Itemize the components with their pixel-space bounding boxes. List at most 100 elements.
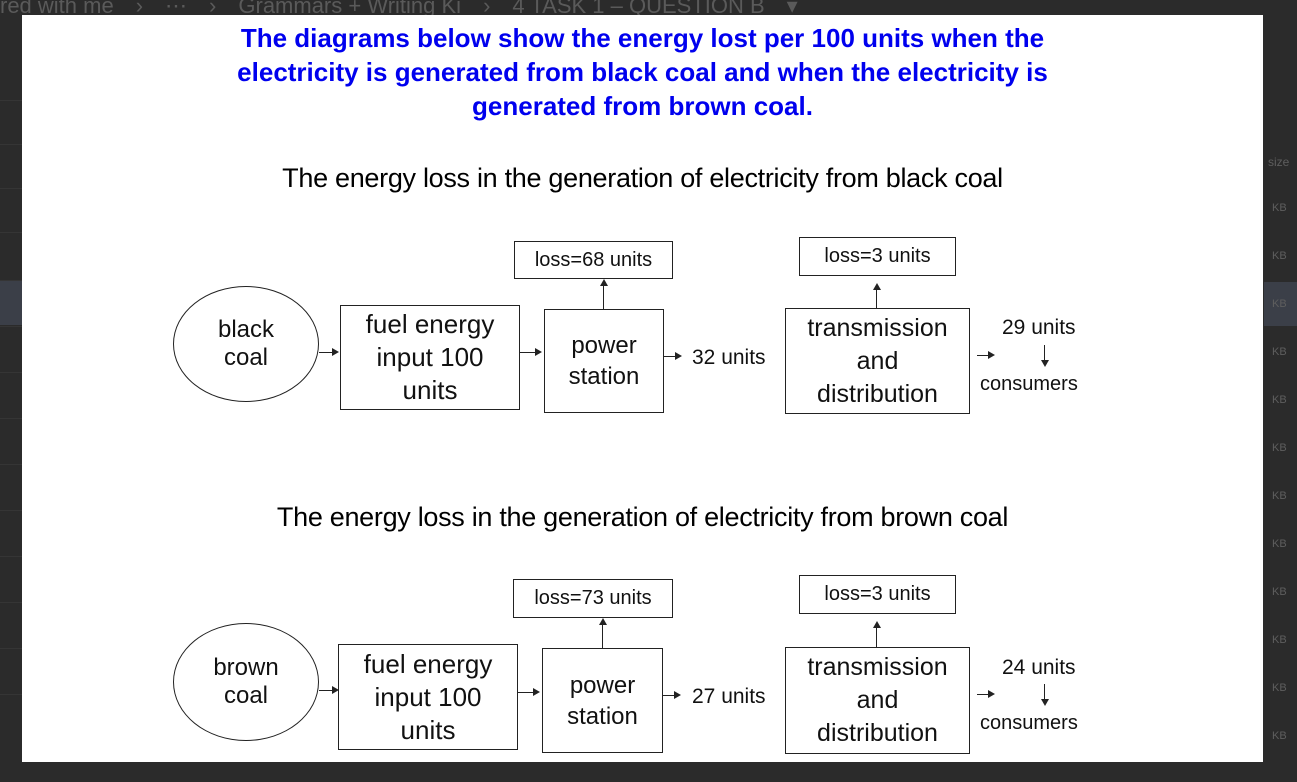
power-station-box: power station — [542, 648, 663, 753]
box-label: station — [567, 702, 638, 730]
breadcrumb-item[interactable]: red with me — [0, 0, 114, 18]
source-label: coal — [223, 682, 269, 709]
loss-arrow — [602, 623, 603, 648]
consumer-arrow — [1044, 684, 1045, 700]
arrow-up-icon — [600, 279, 608, 286]
file-size: KB — [1272, 298, 1287, 310]
arrow-right-icon — [332, 686, 339, 694]
arrow-right-icon — [988, 351, 995, 359]
file-size: KB — [1272, 202, 1287, 214]
power-loss-box: loss=68 units — [514, 241, 673, 279]
flow-arrow — [977, 355, 989, 356]
list-item[interactable] — [0, 372, 22, 417]
source-label: coal — [223, 344, 269, 371]
arrow-right-icon — [533, 688, 540, 696]
list-item[interactable] — [0, 464, 22, 509]
box-label: loss=73 units — [534, 587, 652, 609]
arrow-down-icon — [1041, 360, 1049, 367]
list-item[interactable] — [0, 188, 22, 233]
arrow-up-icon — [599, 618, 607, 625]
flow-arrow — [520, 352, 536, 353]
box-label: input 100 — [376, 342, 484, 372]
box-label: transmission — [807, 313, 948, 342]
more-icon[interactable]: ⋯ — [165, 0, 188, 18]
file-size: KB — [1272, 634, 1287, 646]
file-size: KB — [1272, 346, 1287, 358]
consumer-arrow — [1044, 345, 1045, 361]
box-label: and — [856, 346, 899, 375]
black-coal-diagram: The energy loss in the generation of ele… — [22, 163, 1263, 473]
source-label: black — [217, 316, 275, 343]
delivered-label: 29 units — [1002, 316, 1076, 339]
flow-arrow — [977, 694, 989, 695]
transmission-loss-box: loss=3 units — [799, 237, 956, 276]
consumers-label: consumers — [980, 373, 1078, 395]
file-size: KB — [1272, 250, 1287, 262]
fuel-input-box: fuel energy input 100 units — [338, 644, 518, 750]
power-station-box: power station — [544, 309, 664, 413]
flow-arrow — [663, 695, 675, 696]
heading-line: The diagrams below show the energy lost … — [240, 23, 1045, 53]
background-breadcrumb: red with me › ⋯ › Grammars + Writing Ki … — [0, 0, 798, 18]
background-footer — [0, 762, 1297, 782]
box-label: loss=3 units — [824, 245, 931, 267]
flow-arrow — [319, 352, 333, 353]
background-file-list — [0, 0, 22, 782]
flow-arrow — [319, 690, 333, 691]
list-item[interactable] — [0, 648, 22, 693]
source-oval: black coal — [173, 286, 319, 402]
chevron-right-icon: › — [135, 0, 144, 18]
list-item[interactable] — [0, 602, 22, 647]
breadcrumb-item[interactable]: Grammars + Writing Ki — [238, 0, 462, 18]
chevron-right-icon: › — [209, 0, 217, 18]
flow-arrow — [518, 692, 534, 693]
arrow-right-icon — [988, 690, 995, 698]
breadcrumb-item[interactable]: 4 TASK 1 – QUESTION B — [512, 0, 765, 18]
image-preview: The diagrams below show the energy lost … — [22, 15, 1263, 762]
arrow-up-icon — [873, 621, 881, 628]
box-label: fuel energy — [365, 309, 495, 339]
flow-arrow — [664, 356, 676, 357]
size-column-header[interactable]: size — [1268, 155, 1290, 169]
box-label: and — [856, 686, 899, 714]
arrow-up-icon — [873, 283, 881, 290]
list-item[interactable] — [0, 144, 22, 189]
list-item[interactable] — [0, 694, 22, 739]
list-item[interactable] — [0, 100, 22, 145]
diagram-title: The energy loss in the generation of ele… — [276, 502, 1009, 532]
box-label: loss=3 units — [824, 583, 931, 605]
box-label: loss=68 units — [534, 248, 653, 271]
chevron-down-icon[interactable]: ▾ — [786, 0, 798, 18]
list-item[interactable] — [0, 232, 22, 277]
file-size: KB — [1272, 442, 1287, 454]
list-item[interactable] — [0, 510, 22, 555]
list-item-selected[interactable] — [0, 280, 22, 325]
list-item[interactable] — [0, 326, 22, 371]
arrow-right-icon — [535, 348, 542, 356]
source-oval: brown coal — [173, 623, 319, 741]
list-item-selected — [1264, 282, 1297, 326]
question-heading: The diagrams below show the energy lost … — [22, 21, 1263, 123]
chevron-right-icon: › — [483, 0, 491, 18]
box-label: distribution — [817, 379, 938, 408]
loss-arrow — [876, 626, 877, 647]
box-label: power — [569, 671, 636, 699]
transmission-loss-box: loss=3 units — [799, 575, 956, 614]
transmission-box: transmission and distribution — [785, 647, 970, 754]
list-item[interactable] — [0, 556, 22, 601]
source-label: brown — [213, 654, 279, 681]
background-size-column: size KB KB KB KB KB KB KB KB KB KB KB KB — [1264, 0, 1297, 782]
box-label: units — [400, 714, 456, 745]
file-size: KB — [1272, 394, 1287, 406]
power-loss-box: loss=73 units — [513, 579, 673, 618]
consumers-label: consumers — [980, 712, 1078, 734]
loss-arrow — [876, 288, 877, 308]
file-size: KB — [1272, 538, 1287, 550]
file-size: KB — [1272, 682, 1287, 694]
arrow-right-icon — [332, 348, 339, 356]
box-label: power — [571, 332, 637, 359]
list-item[interactable] — [0, 418, 22, 463]
file-size: KB — [1272, 586, 1287, 598]
arrow-right-icon — [675, 352, 682, 360]
box-label: transmission — [807, 653, 948, 681]
